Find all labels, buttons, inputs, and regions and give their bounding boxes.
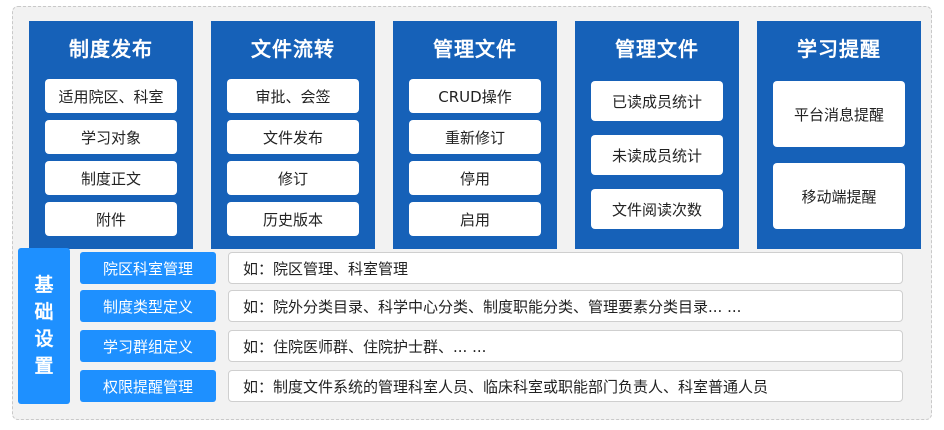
base-label-char: 置 bbox=[34, 355, 54, 377]
base-row-value: 如：院外分类目录、科学中心分类、制度职能分类、管理要素分类目录... ... bbox=[228, 290, 903, 322]
module-title: 制度发布 bbox=[69, 37, 153, 61]
module-title: 文件流转 bbox=[251, 37, 335, 61]
base-row-value: 如：制度文件系统的管理科室人员、临床科室或职能部门负责人、科室普通人员 bbox=[228, 370, 903, 402]
module-card-manage-files: 管理文件 CRUD操作 重新修订 停用 启用 bbox=[393, 21, 557, 249]
module-item: 移动端提醒 bbox=[773, 163, 905, 229]
module-item: 文件发布 bbox=[227, 120, 359, 154]
module-title: 管理文件 bbox=[433, 37, 517, 61]
module-item: 审批、会签 bbox=[227, 79, 359, 113]
module-item: 平台消息提醒 bbox=[773, 81, 905, 147]
module-card-study-reminder: 学习提醒 平台消息提醒 移动端提醒 bbox=[757, 21, 921, 249]
module-card-file-flow: 文件流转 审批、会签 文件发布 修订 历史版本 bbox=[211, 21, 375, 249]
base-row-label: 学习群组定义 bbox=[80, 330, 216, 362]
module-item: 修订 bbox=[227, 161, 359, 195]
base-settings-label: 基 础 设 置 bbox=[18, 248, 70, 404]
base-row-label: 院区科室管理 bbox=[80, 252, 216, 284]
module-title: 学习提醒 bbox=[797, 37, 881, 61]
base-row-value: 如：院区管理、科室管理 bbox=[228, 252, 903, 284]
module-item: 学习对象 bbox=[45, 120, 177, 154]
module-item: 文件阅读次数 bbox=[591, 189, 723, 229]
base-label-char: 基 bbox=[34, 274, 54, 296]
module-item: CRUD操作 bbox=[409, 79, 541, 113]
module-item: 未读成员统计 bbox=[591, 135, 723, 175]
module-item: 启用 bbox=[409, 202, 541, 236]
module-item: 历史版本 bbox=[227, 202, 359, 236]
module-item: 附件 bbox=[45, 202, 177, 236]
module-item: 已读成员统计 bbox=[591, 81, 723, 121]
module-title: 管理文件 bbox=[615, 37, 699, 61]
module-item: 适用院区、科室 bbox=[45, 79, 177, 113]
base-label-char: 设 bbox=[34, 328, 54, 350]
module-card-read-stats: 管理文件 已读成员统计 未读成员统计 文件阅读次数 bbox=[575, 21, 739, 249]
base-row-label: 制度类型定义 bbox=[80, 290, 216, 322]
module-item: 制度正文 bbox=[45, 161, 177, 195]
module-card-policy-publish: 制度发布 适用院区、科室 学习对象 制度正文 附件 bbox=[29, 21, 193, 249]
module-item: 重新修订 bbox=[409, 120, 541, 154]
base-label-char: 础 bbox=[34, 301, 54, 323]
base-row-label: 权限提醒管理 bbox=[80, 370, 216, 402]
module-item: 停用 bbox=[409, 161, 541, 195]
base-row-value: 如：住院医师群、住院护士群、... ... bbox=[228, 330, 903, 362]
